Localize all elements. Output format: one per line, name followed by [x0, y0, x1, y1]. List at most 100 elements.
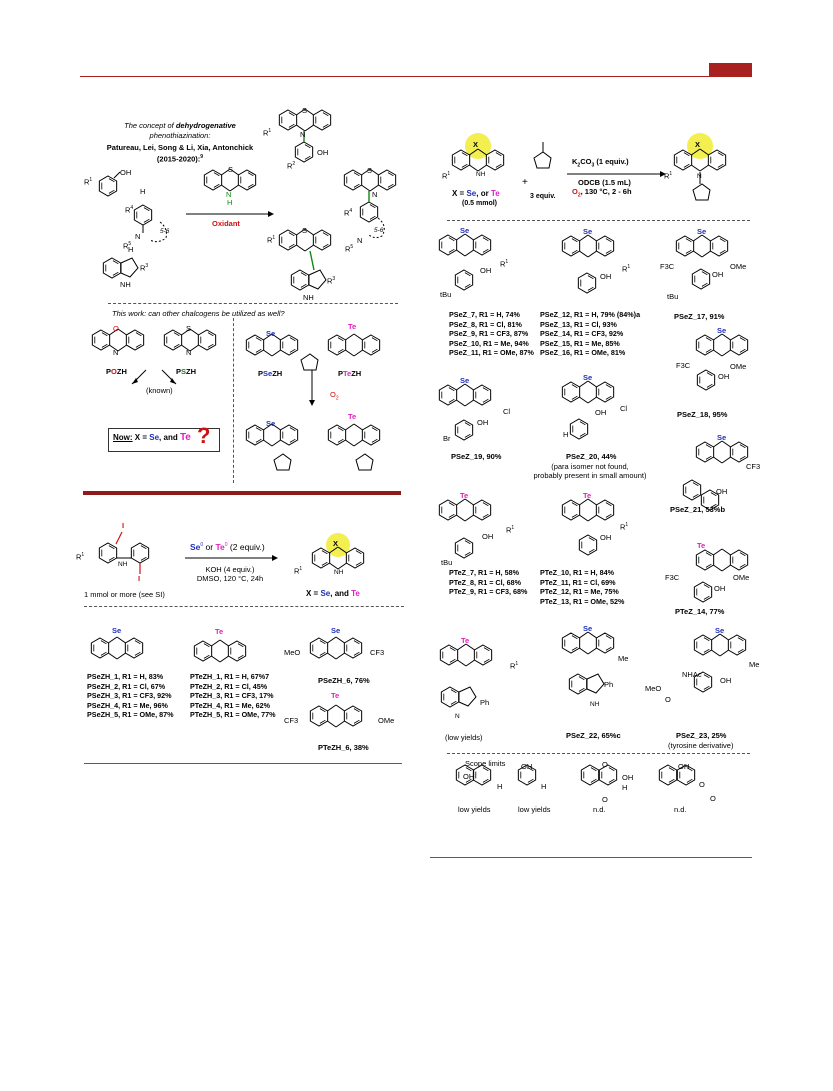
ring-size-p2: 5-6 [374, 227, 384, 234]
oh-phenol: OH [120, 168, 132, 177]
psezh-list: PSeZH_1, R1 = H, 83% PSeZH_2, R1 = Cl, 6… [87, 672, 174, 720]
te-ptez-indole: Te [461, 636, 470, 645]
r1-ptez-indole: R1 [510, 661, 519, 671]
oh-psez20: OH [595, 408, 607, 417]
tbu-ptez7: tBu [441, 558, 453, 567]
header-rule [80, 76, 752, 77]
ptez-8: PTeZ_8, R1 = Cl, 68% [449, 577, 521, 587]
r1-ptez10: R1 [620, 522, 629, 532]
cond-koh: KOH (4 equiv.) [205, 565, 255, 574]
br-psez19: Br [443, 434, 451, 443]
concept-title-2: phenothiazination: [149, 131, 211, 140]
oh-psez17: OH [712, 270, 724, 279]
label-ptezh: PTeZH [338, 369, 362, 378]
concept-title: The concept of dehydrogenative [124, 121, 236, 130]
reagents: Se0 or Te0 (2 equiv.) [190, 541, 265, 552]
n-p2b: N [357, 236, 363, 245]
oh-lim1: OH [463, 772, 475, 781]
s-atom-p3: S [302, 226, 308, 235]
psezh-5: PSeZH_5, R1 = OMe, 87% [87, 710, 174, 720]
iodo-1: I [122, 521, 125, 530]
te-ptezh-struct: Te [215, 627, 224, 636]
psez19-label: PSeZ_19, 90% [451, 452, 502, 461]
s-atom-p1: S [302, 106, 308, 115]
tbu-psez17: tBu [667, 292, 679, 301]
te-ptez10: Te [583, 491, 592, 500]
se-psez21: Se [717, 433, 727, 442]
te-atom-ptezh: Te [348, 322, 357, 331]
label-pozh: POZH [106, 367, 127, 376]
oh-psez21: OH [716, 487, 728, 496]
x-atom-right: X [473, 140, 479, 149]
se-psez18: Se [717, 326, 727, 335]
se-psez12: Se [583, 227, 593, 236]
meo-psezh6: MeO [284, 648, 301, 657]
se-psezh-struct: Se [112, 626, 122, 635]
tyrosine-note: (tyrosine derivative) [668, 741, 734, 750]
solvent-cond: ODCB (1.5 mL) [578, 178, 631, 187]
cl-psez20: Cl [620, 404, 628, 413]
label-r4: R4 [125, 205, 134, 215]
oh-psez23: OH [720, 676, 732, 685]
divider-scope [447, 753, 750, 754]
se-psez19: Se [460, 376, 470, 385]
o-psez23: O [665, 695, 671, 704]
equiv-3: 3 equiv. [530, 193, 556, 200]
label-psezh: PSeZH [258, 369, 283, 378]
h-lim2: H [541, 782, 547, 791]
psez-7-11-list: PSeZ_7, R1 = H, 74% PSeZ_8, R1 = Cl, 81%… [449, 310, 534, 358]
divider-right-top [447, 220, 750, 221]
f3c-psez17: F3C [660, 262, 675, 271]
s-atom-center: S [228, 165, 234, 174]
n-atom-p2: N [372, 190, 378, 199]
oh-p1: OH [317, 148, 329, 157]
scope-limits-title: Scope limits [465, 759, 506, 768]
now-label: Now: X = Se, and Te [113, 432, 191, 443]
oh-psez12: OH [600, 272, 612, 281]
label-pszh: PSZH [176, 367, 197, 376]
tbu-psez7: tBu [440, 290, 452, 299]
psez-9: PSeZ_9, R1 = CF3, 87% [449, 329, 529, 339]
nh-poz: N [113, 348, 119, 357]
ptezh-1: PTeZH_1, R1 = H, 67%7 [190, 672, 270, 681]
label-r3: R3 [140, 263, 149, 273]
ring-size-label: 5-6 [160, 228, 170, 235]
r1-p1: R1 [263, 128, 272, 138]
x-atom-product: X [333, 539, 339, 548]
ptez-10: PTeZ_10, R1 = H, 84% [540, 568, 614, 577]
r2-p1: R2 [287, 161, 296, 171]
r1-right-start: R1 [442, 171, 451, 181]
psez20-note2: probably present in small amount) [533, 471, 647, 480]
nh-psez22: NH [590, 701, 600, 708]
s-atom-p2: S [367, 166, 373, 175]
n-right-prod: N [697, 173, 702, 180]
psez-10: PSeZ_10, R1 = Me, 94% [449, 338, 529, 348]
scale: (0.5 mmol) [462, 200, 498, 207]
ph-psez22: Ph [604, 680, 614, 689]
me-psez23: Me [749, 660, 760, 669]
psez-8: PSeZ_8, R1 = Cl, 81% [449, 319, 522, 329]
r1-start: R1 [76, 552, 85, 562]
r3-p3: R3 [327, 276, 336, 286]
h-aniline: H [140, 187, 146, 196]
r5-p2: R5 [345, 244, 354, 254]
se-atom-psezh: Se [266, 329, 276, 338]
oh-lim3: OH [622, 773, 634, 782]
nhac-psez23: NHAc [682, 670, 702, 679]
psez23-label: PSeZ_23, 25% [676, 731, 727, 740]
n-ptez-indole: N [455, 713, 460, 720]
s-atom-psz: S [186, 324, 192, 333]
o-lim4a: O [699, 780, 705, 789]
amount-note: 1 mmol or more (see SI) [84, 590, 165, 599]
h-center: H [227, 198, 233, 207]
se-atom-prod: Se [266, 419, 276, 428]
o-lim3a: O [602, 760, 608, 769]
section-red-bar [83, 491, 401, 495]
ptezh-4: PTeZH_4, R1 = Me, 62% [190, 700, 270, 710]
h-psez20: H [563, 430, 569, 439]
nh-p3: NH [303, 293, 314, 302]
known-label: (known) [146, 386, 173, 395]
ptezh-3: PTeZH_3, R1 = CF3, 17% [190, 691, 274, 701]
this-work-question: This work: can other chalcogens be utili… [112, 309, 285, 318]
